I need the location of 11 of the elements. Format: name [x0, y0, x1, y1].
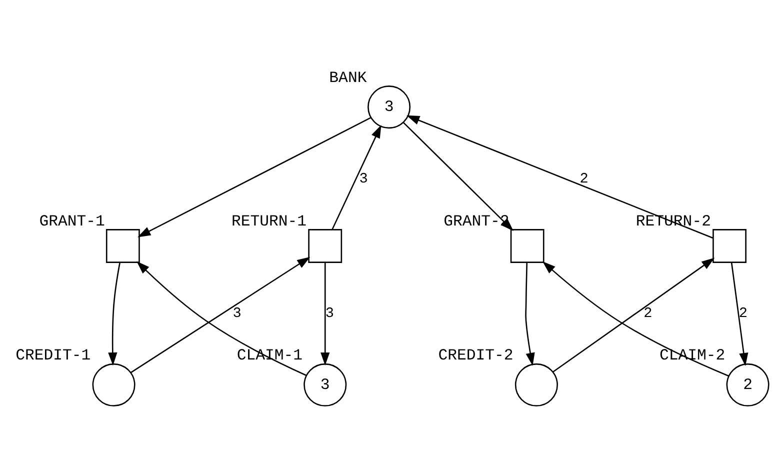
edge-label: 2 — [738, 306, 748, 322]
edge-label: 2 — [580, 171, 588, 188]
node-label: GRANT-1 — [39, 212, 105, 230]
edge-label: 3 — [359, 171, 368, 188]
edge-label: 2 — [644, 306, 652, 322]
node-label: CREDIT-2 — [438, 346, 514, 365]
edge-label: 3 — [232, 306, 242, 322]
edge-label: 3 — [325, 306, 334, 322]
node-label: RETURN-1 — [231, 212, 307, 230]
node-label: CREDIT-1 — [16, 346, 91, 365]
node-label: BANK — [329, 68, 367, 87]
